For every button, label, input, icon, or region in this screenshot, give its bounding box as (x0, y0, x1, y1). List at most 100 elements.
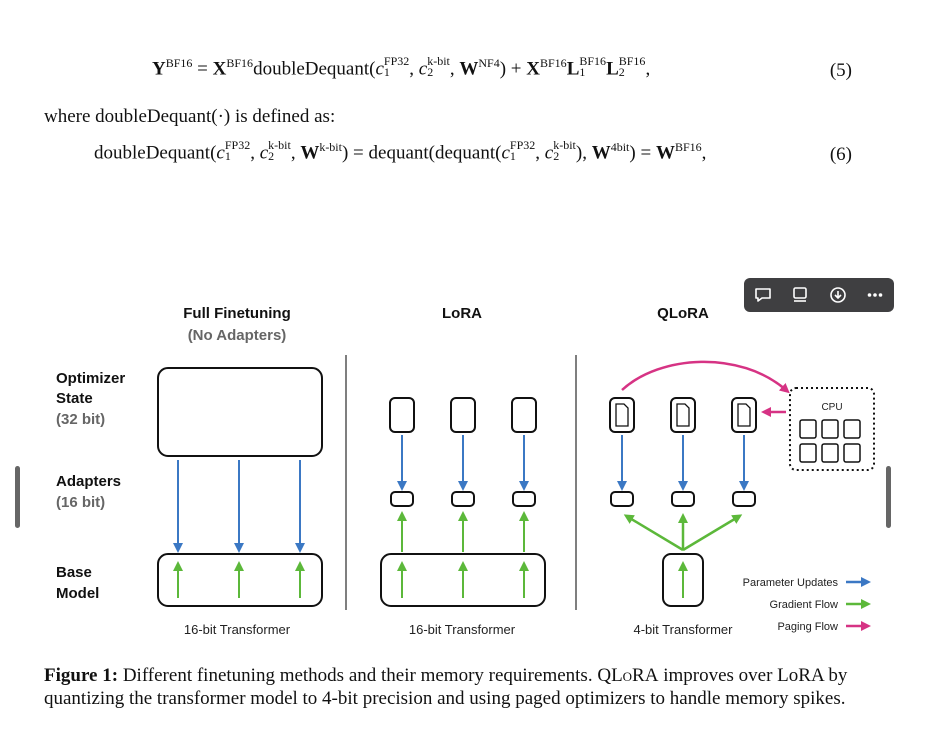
qlora-adapter-2 (671, 491, 695, 507)
scroll-handle-left[interactable] (15, 466, 20, 528)
summary-icon (793, 287, 808, 302)
figure-diagram: Full Finetuning (No Adapters) LoRA QLoRA… (56, 305, 875, 637)
col-title-qlora: QLoRA (657, 305, 709, 322)
where-text: where doubleDequant(·) is defined as: (44, 106, 336, 127)
legend-param: Parameter Updates (743, 577, 839, 589)
lora-optimizer-box-1 (389, 397, 415, 433)
eq5-fn: doubleDequant( (253, 58, 376, 80)
eq5-w-sup: NF4 (478, 56, 500, 70)
more-button[interactable] (859, 281, 891, 309)
eq6-c2-sub: 2 (268, 148, 275, 163)
cpu-page-1 (799, 419, 817, 439)
eq5-c1: c (375, 58, 384, 80)
lora-adapter-3 (512, 491, 536, 507)
col-title-full: Full Finetuning (183, 305, 290, 322)
eq5-x2-sup: BF16 (540, 56, 567, 70)
eq5-x-sup: BF16 (226, 56, 254, 70)
eq6-w4-sup: 4bit (610, 140, 630, 154)
download-button[interactable] (822, 281, 854, 309)
more-icon (867, 293, 883, 297)
eq6-fn: doubleDequant( (94, 142, 217, 164)
lora-footer: 16-bit Transformer (409, 622, 516, 637)
col-title-lora: LoRA (442, 305, 482, 322)
cpu-pages (799, 419, 861, 463)
row-label-adapters-1: Adapters (56, 473, 121, 490)
caption-label: Figure 1: (44, 665, 119, 686)
caption-lora-sc: LoRA (611, 665, 659, 686)
figure-caption: Figure 1: Different finetuning methods a… (44, 664, 904, 710)
caption-text-2: improves over LoRA by quantizing the tra… (44, 665, 848, 709)
eq5-y: Y (152, 58, 166, 80)
eq5-c1-sup: FP32 (383, 53, 410, 68)
cpu-page-5 (821, 443, 839, 463)
eq6-c2-sup: k-bit (268, 137, 291, 152)
cpu-page-4 (799, 443, 817, 463)
eq6-w-sup: k-bit (319, 140, 342, 154)
eq5-x: X (212, 58, 227, 80)
eq6-c2b-sup: k-bit (553, 137, 576, 152)
eq6-mid: ) = dequant(dequant( (341, 142, 502, 164)
eq5-x2: X (526, 58, 540, 80)
eq5-l1-sup: BF16 (579, 53, 607, 68)
row-label-base-1: Base (56, 564, 92, 581)
qlora-optimizer-boxes (609, 397, 757, 433)
eq6-c1-sub: 1 (224, 148, 231, 163)
qlora-paging-arc (621, 360, 790, 394)
summary-button[interactable] (784, 281, 816, 309)
qlora-page-icon-3 (737, 403, 751, 427)
eq5-l2-sub: 2 (618, 64, 625, 79)
qlora-grad-right (682, 514, 743, 552)
lora-optimizer-boxes (389, 397, 537, 433)
full-optimizer-box (157, 367, 323, 457)
legend-grad: Gradient Flow (770, 599, 839, 611)
qlora-footer: 4-bit Transformer (634, 622, 734, 637)
qlora-adapter-1 (610, 491, 634, 507)
qlora-grad-left (623, 514, 684, 552)
lora-adapter-1 (390, 491, 414, 507)
lora-optimizer-box-2 (450, 397, 476, 433)
qlora-adapter-3 (732, 491, 756, 507)
eq6-number: (6) (829, 144, 852, 165)
eq5-l2-sup: BF16 (618, 53, 646, 68)
row-label-optimizer-1: Optimizer (56, 370, 125, 387)
cpu-page-2 (821, 419, 839, 439)
eq5-c1-sub: 1 (383, 64, 390, 79)
eq6-c2b-sub: 2 (553, 148, 560, 163)
eq6-wbf-sup: BF16 (674, 140, 702, 154)
eq6-c1b-sup: FP32 (509, 137, 536, 152)
cpu-label: CPU (821, 402, 842, 413)
row-label-adapters-2: (16 bit) (56, 494, 105, 511)
cpu-page-6 (843, 443, 861, 463)
figure-toolbar (744, 278, 894, 312)
qlora-page-icon-1 (615, 403, 629, 427)
eq5-l1-sub: 1 (579, 64, 586, 79)
lora-optimizer-box-3 (511, 397, 537, 433)
comment-icon (754, 288, 771, 302)
eq5-c2: c (418, 58, 428, 80)
eq6-end: , (701, 142, 707, 164)
eq5-plus: ) + (499, 58, 527, 80)
scroll-handle-right[interactable] (886, 466, 891, 528)
row-label-optimizer-3: (32 bit) (56, 411, 105, 428)
legend-paging: Paging Flow (777, 621, 838, 633)
eq5-end: , (645, 58, 651, 80)
eq6-eqw: ) = (629, 142, 656, 164)
row-label-base-2: Model (56, 585, 99, 602)
eq5-l2: L (606, 58, 619, 80)
comment-button[interactable] (747, 281, 779, 309)
eq5-y-sup: BF16 (165, 56, 193, 70)
eq5-number: (5) (829, 60, 852, 81)
qlora-page-icon-2 (676, 403, 690, 427)
download-icon (829, 287, 846, 303)
full-footer: 16-bit Transformer (184, 622, 291, 637)
col-subtitle-full: (No Adapters) (188, 327, 287, 344)
eq5-c2-sup: k-bit (427, 53, 450, 68)
eq5-w: W (459, 58, 479, 80)
eq5-l1: L (566, 58, 580, 80)
caption-text: Different finetuning methods and their m… (118, 665, 612, 686)
eq6-c1-sup: FP32 (224, 137, 251, 152)
